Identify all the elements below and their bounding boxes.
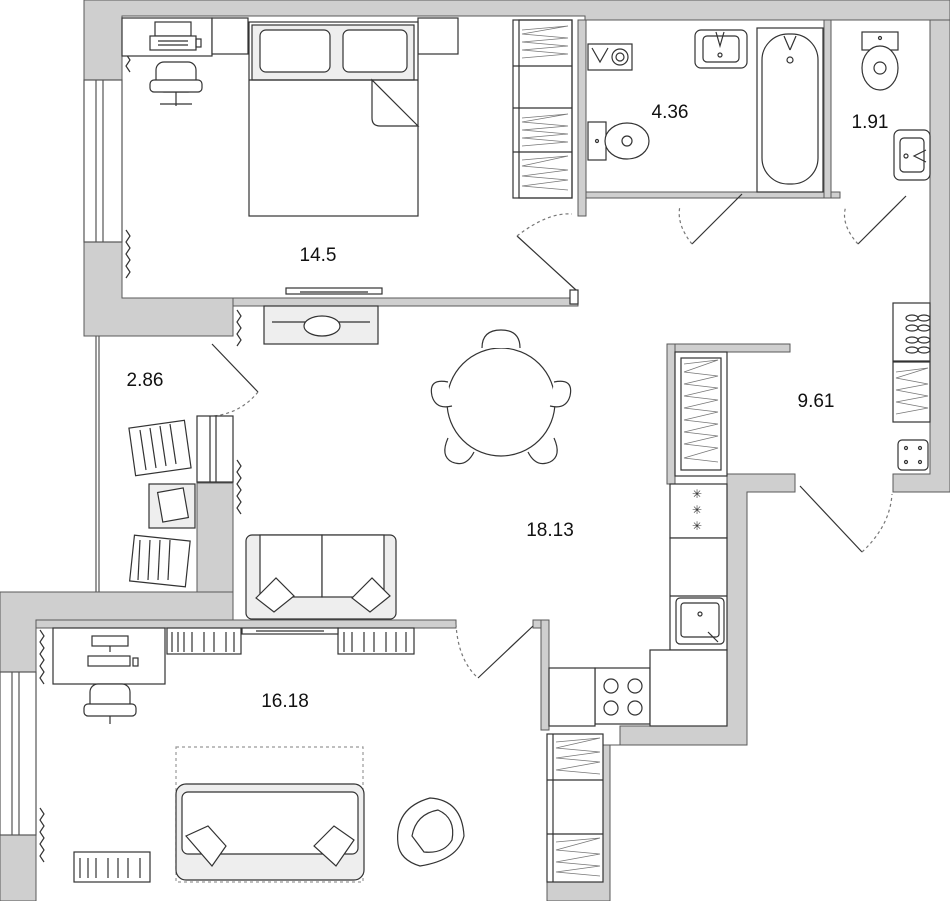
tv-icon <box>285 287 383 295</box>
toilet-icon <box>861 31 899 91</box>
area-label-kitchen-living: 18.13 <box>526 520 574 541</box>
svg-text:✳: ✳ <box>692 487 702 501</box>
laptop-icon <box>149 21 202 51</box>
bathtub-icon <box>756 27 824 193</box>
bed-icon <box>175 746 365 883</box>
door-swing-icon <box>843 195 907 245</box>
svg-text:✳: ✳ <box>692 503 702 517</box>
switch-panel-icon <box>897 439 929 471</box>
door-swing-icon <box>678 193 743 245</box>
sink-icon <box>893 129 931 181</box>
side-table-icon <box>148 483 196 529</box>
wardrobe-icon <box>512 19 573 199</box>
area-label-balcony: 2.86 <box>127 370 164 391</box>
area-label-wc: 1.91 <box>852 112 889 133</box>
wardrobe-icon <box>892 361 931 423</box>
dining-table-icon <box>430 329 572 465</box>
door-swing-icon <box>455 623 534 679</box>
sofa-icon <box>245 534 397 620</box>
washing-machine-icon <box>587 43 633 71</box>
windows <box>0 79 123 836</box>
toilet-icon <box>587 121 650 161</box>
tv-icon <box>263 305 379 345</box>
shoe-rack-icon <box>892 302 931 362</box>
svg-text:✳: ✳ <box>692 519 702 533</box>
door-swing-icon <box>799 485 893 553</box>
kitchen-sink-icon <box>675 597 725 645</box>
armchair-icon <box>397 797 465 867</box>
door-swing-icon <box>516 213 579 305</box>
area-label-bathroom: 4.36 <box>652 102 689 123</box>
area-label-hall: 9.61 <box>798 391 835 412</box>
desk-icon <box>52 627 166 685</box>
tv-icon <box>241 627 339 635</box>
armchair-icon <box>128 419 192 588</box>
wardrobe-icon <box>674 351 728 477</box>
chair-icon <box>149 61 203 106</box>
area-label-bedroom: 14.5 <box>300 245 337 266</box>
bookshelf-icon <box>73 627 415 883</box>
chair-icon <box>83 683 137 724</box>
wardrobe-icon <box>546 733 604 883</box>
bed-icon <box>248 21 420 217</box>
stove-icon: ✳ ✳ ✳ <box>594 483 728 725</box>
door-swing-icon <box>196 343 259 483</box>
sink-icon <box>694 29 748 69</box>
area-label-second-bedroom: 16.18 <box>261 691 309 712</box>
